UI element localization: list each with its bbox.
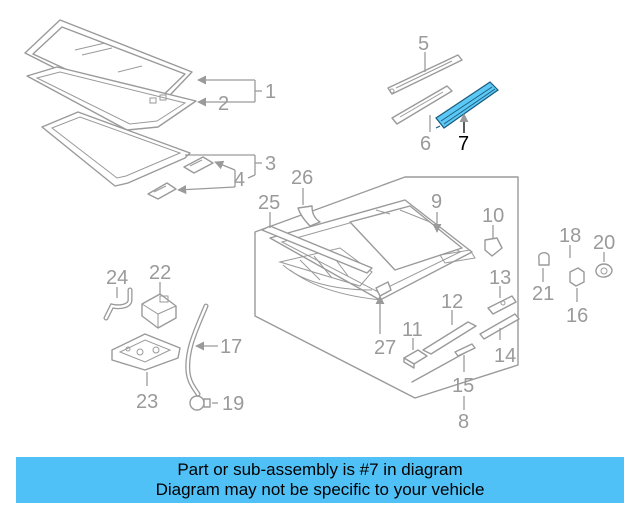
label-25: 25 [258,192,280,214]
deflector-26 [297,205,321,227]
label-1: 1 [265,81,276,103]
part-7-highlighted [435,81,499,129]
grommet-19 [189,395,211,411]
parts-diagram: 1 2 3 4 5 6 7 8 9 10 11 12 13 14 15 16 1… [24,19,615,433]
label-16: 16 [566,305,588,327]
rail-12 [422,321,477,355]
cable-15 [411,343,476,383]
clamp-21 [538,251,550,266]
glass-seal [26,66,197,131]
label-26: 26 [291,167,313,189]
label-17: 17 [220,336,242,358]
label-6: 6 [420,133,431,155]
frame-assembly-outline [254,176,519,399]
label-19: 19 [222,393,244,415]
clamp-20 [595,263,613,278]
label-23: 23 [136,391,158,413]
label-22: 22 [149,262,171,284]
label-4: 4 [234,169,245,191]
info-banner: Part or sub-assembly is #7 in diagram Di… [16,457,624,503]
label-20: 20 [593,232,615,254]
leaders-1-4 [177,75,262,195]
label-15: 15 [452,375,474,397]
hose-24 [103,287,133,321]
label-2: 2 [218,93,229,115]
clip-27 [375,281,392,297]
label-24: 24 [106,267,128,289]
label-14: 14 [494,345,516,367]
label-21: 21 [532,283,554,305]
motor-22 [141,293,177,329]
bracket-13 [487,295,517,315]
guide-rail-6 [391,85,453,125]
label-11: 11 [402,319,423,341]
label-12: 12 [441,291,463,313]
rail-25 [261,225,373,274]
clip-10 [484,237,503,257]
label-9: 9 [431,191,442,213]
label-10: 10 [482,205,504,227]
label-7: 7 [458,133,469,155]
label-13: 13 [489,267,511,289]
label-18: 18 [559,225,581,247]
bracket-upper [183,156,214,174]
banner-line-2: Diagram may not be specific to your vehi… [155,480,485,499]
rail-14 [479,313,520,340]
banner-line-1: Part or sub-assembly is #7 in diagram [177,460,463,479]
mount-plate-23 [111,333,181,371]
label-3: 3 [265,153,276,175]
guide-rail-5 [387,54,463,95]
drain-hose-18 [526,231,587,264]
cap-16 [569,267,585,287]
label-27: 27 [374,337,396,359]
sunshade-frame [41,111,191,187]
block-11 [403,349,428,369]
label-5: 5 [418,33,429,55]
bracket-lower [147,182,177,200]
drain-hose-17 [185,303,209,397]
label-8: 8 [458,411,469,433]
